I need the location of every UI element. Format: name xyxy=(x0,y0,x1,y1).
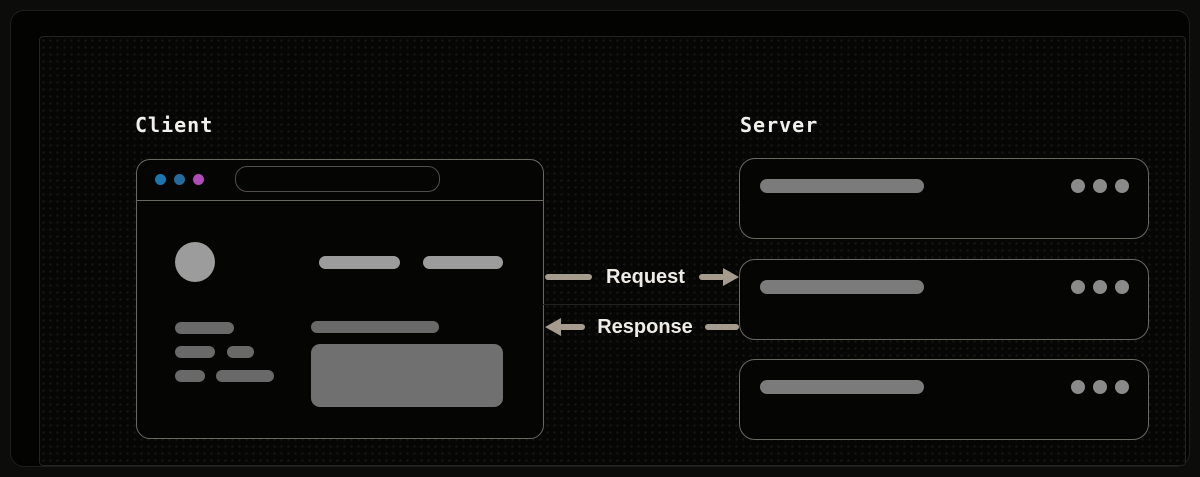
server-box xyxy=(739,359,1149,440)
text-line-skeleton xyxy=(175,322,234,334)
diagram-panel: Client Server xyxy=(39,36,1186,466)
server-section-label: Server xyxy=(740,113,819,137)
server-led-dot xyxy=(1093,380,1107,394)
client-section-label: Client xyxy=(135,113,214,137)
client-server-connector-line xyxy=(543,304,739,305)
request-label: Request xyxy=(606,266,685,288)
server-led-dot xyxy=(1115,380,1129,394)
server-status-bar-skeleton xyxy=(760,380,924,394)
response-label: Response xyxy=(597,316,693,338)
arrow-right-icon xyxy=(699,268,739,286)
content-block-skeleton xyxy=(311,344,503,407)
server-led-dot xyxy=(1071,380,1085,394)
response-line xyxy=(705,324,739,330)
avatar-skeleton xyxy=(175,242,215,282)
window-control-dot-3 xyxy=(193,174,204,185)
server-box xyxy=(739,158,1149,239)
server-led-dot xyxy=(1071,179,1085,193)
address-bar xyxy=(235,166,440,192)
diagram-frame: Client Server xyxy=(10,10,1190,467)
server-status-bar-skeleton xyxy=(760,179,924,193)
server-led-dot xyxy=(1071,280,1085,294)
server-led-dots xyxy=(1071,280,1129,294)
request-line xyxy=(545,274,592,280)
text-line-skeleton xyxy=(175,346,215,358)
server-led-dot xyxy=(1093,280,1107,294)
text-line-skeleton xyxy=(311,321,439,333)
text-line-skeleton xyxy=(227,346,254,358)
nav-link-skeleton xyxy=(423,256,503,269)
browser-window xyxy=(136,159,544,439)
window-control-dot-2 xyxy=(174,174,185,185)
server-status-bar-skeleton xyxy=(760,280,924,294)
server-led-dot xyxy=(1115,280,1129,294)
browser-title-bar xyxy=(137,160,543,201)
nav-link-skeleton xyxy=(319,256,400,269)
arrow-left-icon xyxy=(545,318,585,336)
response-flow-row: Response xyxy=(545,313,739,341)
server-box xyxy=(739,259,1149,340)
window-control-dot-1 xyxy=(155,174,166,185)
text-line-skeleton xyxy=(175,370,205,382)
server-led-dot xyxy=(1093,179,1107,193)
server-led-dots xyxy=(1071,380,1129,394)
request-flow-row: Request xyxy=(545,263,739,291)
server-led-dots xyxy=(1071,179,1129,193)
text-line-skeleton xyxy=(216,370,274,382)
server-led-dot xyxy=(1115,179,1129,193)
